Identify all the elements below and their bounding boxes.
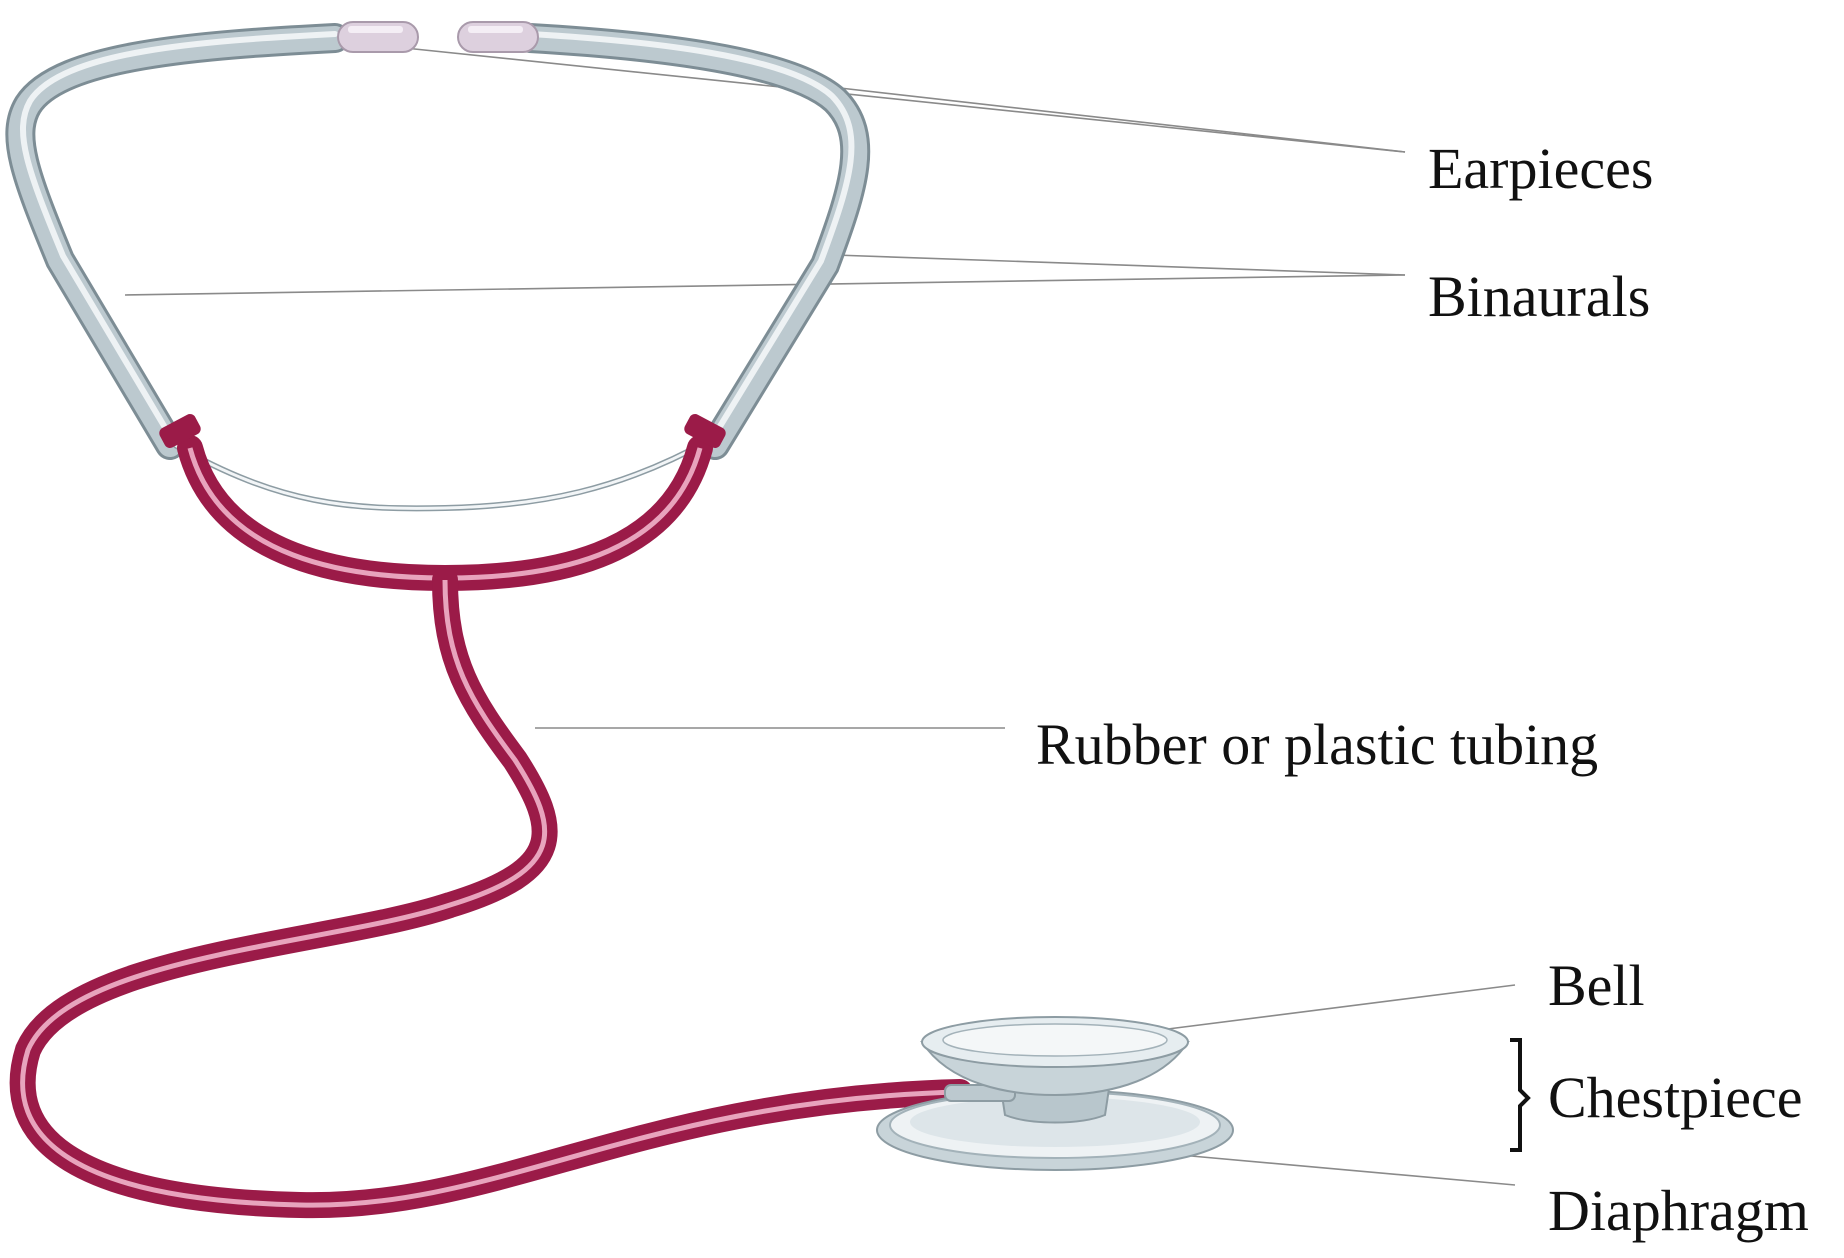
label-binaurals: Binaurals <box>1428 264 1650 329</box>
label-bell: Bell <box>1548 953 1645 1018</box>
chestpiece-bracket <box>1510 1038 1531 1152</box>
label-earpieces: Earpieces <box>1428 136 1653 201</box>
chestpiece <box>876 1016 1234 1171</box>
label-chestpiece: Chestpiece <box>1548 1065 1802 1130</box>
leader-lines <box>124 47 1516 1186</box>
binaurals <box>5 23 871 512</box>
tubing <box>9 414 973 1219</box>
earpieces-leader-upper <box>404 47 1406 153</box>
binaurals-leader-right <box>834 254 1406 276</box>
earpieces <box>337 21 539 53</box>
diaphragm-leader <box>1179 1154 1516 1186</box>
binaurals-leader-left <box>124 274 1406 296</box>
earpieces-leader-lower <box>839 87 1406 153</box>
label-diaphragm: Diaphragm <box>1548 1178 1809 1243</box>
diaphragm-part <box>876 1089 1234 1171</box>
label-tubing: Rubber or plastic tubing <box>1036 712 1598 777</box>
bell-part <box>920 1016 1190 1097</box>
bell-leader <box>1159 984 1516 1031</box>
